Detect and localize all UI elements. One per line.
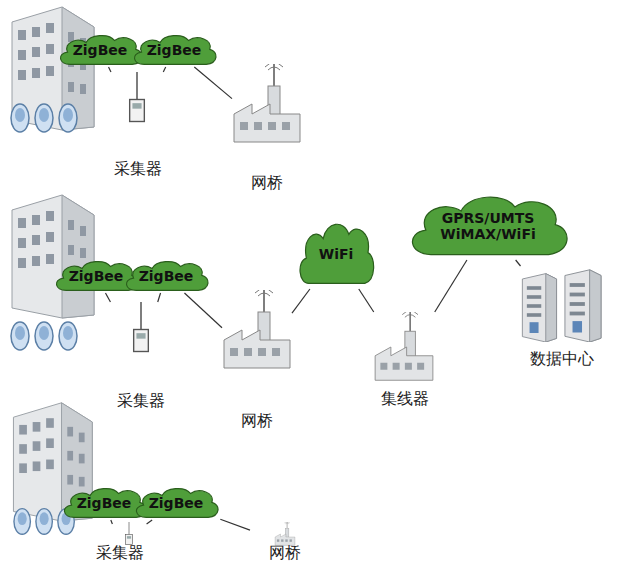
device-label: 采集器 [117,392,165,410]
link-line [435,260,467,312]
link-line [158,293,161,302]
bridge-icon [234,63,300,143]
network-label: ZigBee [139,268,194,284]
server-icon [522,274,556,342]
cloud-outline [134,36,216,65]
bridge-icon [224,289,290,369]
device-node: 集线器 [364,312,446,408]
network-cloud: GPRS/UMTS WiMAX/WiFi [404,192,572,260]
link-line [220,519,250,530]
collector-icon [130,72,145,122]
device-label: 数据中心 [530,350,594,368]
network-cloud: ZigBee [122,259,211,293]
device-label: 采集器 [114,160,162,178]
cloud-outline [60,36,142,65]
device-label: 网桥 [269,544,301,562]
network-label: ZigBee [77,495,132,511]
building-icon [12,195,94,318]
network-label: ZigBee [73,42,128,58]
cloud-outline [56,262,138,291]
device-label: 采集器 [96,544,144,562]
hub-icon [375,311,433,381]
link-line [359,289,374,312]
network-label: ZigBee [69,268,124,284]
device-node: 数据中心 [512,266,612,368]
collector-icon [126,522,133,545]
link-line [111,520,113,524]
collector-icon [134,302,149,352]
network-cloud: ZigBee [52,259,141,293]
device-node: 采集器 [105,72,170,178]
network-label: WiFi [319,246,354,262]
link-line [147,520,153,524]
link-line [194,67,232,99]
device-node: 网桥 [222,290,292,430]
link-line [292,289,310,313]
meter-icons [11,322,77,350]
network-label: ZigBee [149,495,204,511]
network-cloud: WiFi [296,219,376,289]
network-cloud: ZigBee [132,486,221,520]
server-icon [565,270,601,342]
cloud-outline [412,197,567,254]
network-cloud: ZigBee [56,33,145,67]
link-line [109,67,111,72]
link-line [163,67,165,72]
network-label: ZigBee [147,42,202,58]
device-node: 采集器 [108,302,173,410]
device-node: 采集器 [82,524,158,562]
bridge-icon [275,522,295,546]
cloud-outline [64,489,146,518]
cloud-outline [126,262,208,291]
cloud-outline [136,489,218,518]
device-label: 网桥 [251,174,283,192]
device-label: 集线器 [381,390,429,408]
meter-icons [11,104,77,132]
link-line [184,293,222,328]
network-cloud: ZigBee [60,486,149,520]
network-label: GPRS/UMTS WiMAX/WiFi [433,210,543,242]
device-node: 网桥 [250,524,320,562]
link-line [105,293,110,302]
link-line [516,260,521,266]
network-cloud: ZigBee [130,33,219,67]
cloud-outline [300,224,374,283]
device-node: 网桥 [232,64,302,192]
device-label: 网桥 [241,412,273,430]
